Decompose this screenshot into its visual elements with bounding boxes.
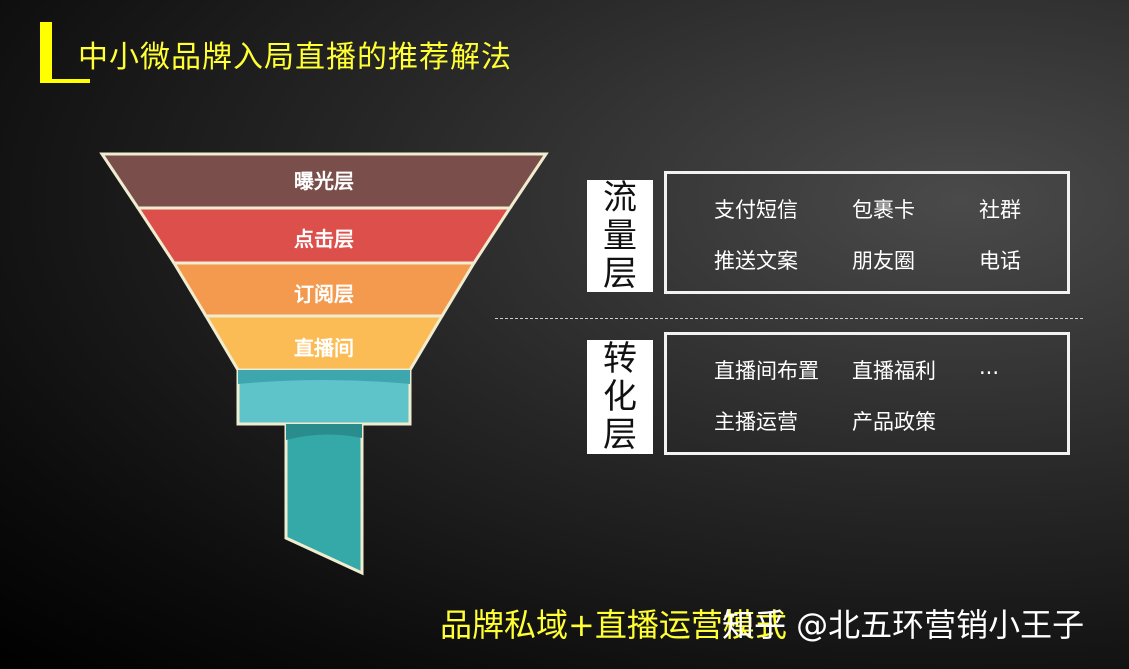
conversion-item: 直播间布置 [714, 359, 819, 383]
conversion-item: ... [979, 355, 1000, 379]
traffic-item: 朋友圈 [852, 249, 915, 273]
traffic-layer-label: 流 量 层 [587, 178, 653, 294]
conversion-item: 主播运营 [714, 410, 798, 434]
page-title: 中小微品牌入局直播的推荐解法 [78, 40, 512, 75]
conversion-item: 产品政策 [852, 410, 936, 434]
conversion-layer-char: 化 [603, 377, 637, 417]
funnel-label-exposure: 曝光层 [294, 169, 354, 193]
traffic-layer-box: 支付短信 包裹卡 社群 推送文案 朋友圈 电话 [664, 171, 1070, 294]
conversion-layer-char: 转 [603, 339, 637, 379]
traffic-layer-char: 层 [603, 254, 637, 294]
funnel-spout-shade [286, 424, 362, 440]
zhihu-watermark: 知乎 @北五环营销小王子 [722, 606, 1085, 644]
section-divider [495, 318, 1083, 319]
conversion-layer-box: 直播间布置 直播福利 ... 主播运营 产品政策 [664, 332, 1070, 455]
conversion-item: 直播福利 [852, 359, 936, 383]
funnel-label-subscribe: 订阅层 [294, 282, 354, 306]
funnel-neck-shade [238, 370, 410, 384]
traffic-item: 包裹卡 [852, 198, 915, 222]
traffic-layer-char: 流 [603, 178, 637, 218]
funnel-label-liveroom: 直播间 [294, 336, 354, 360]
traffic-item: 支付短信 [714, 198, 798, 222]
traffic-layer-char: 量 [603, 216, 637, 256]
traffic-item: 社群 [979, 198, 1021, 222]
funnel-spout [284, 422, 364, 576]
funnel-diagram: 曝光层 点击层 订阅层 直播间 [99, 152, 549, 576]
conversion-layer-char: 层 [603, 415, 637, 455]
title-accent-underline [40, 79, 90, 83]
title-accent-bar [40, 22, 52, 82]
traffic-item: 推送文案 [714, 249, 798, 273]
traffic-item: 电话 [979, 249, 1021, 273]
funnel-label-click: 点击层 [294, 227, 354, 251]
footer-caption: 品牌私域+直播运营模式 [440, 606, 787, 644]
conversion-layer-label: 转 化 层 [587, 340, 653, 454]
